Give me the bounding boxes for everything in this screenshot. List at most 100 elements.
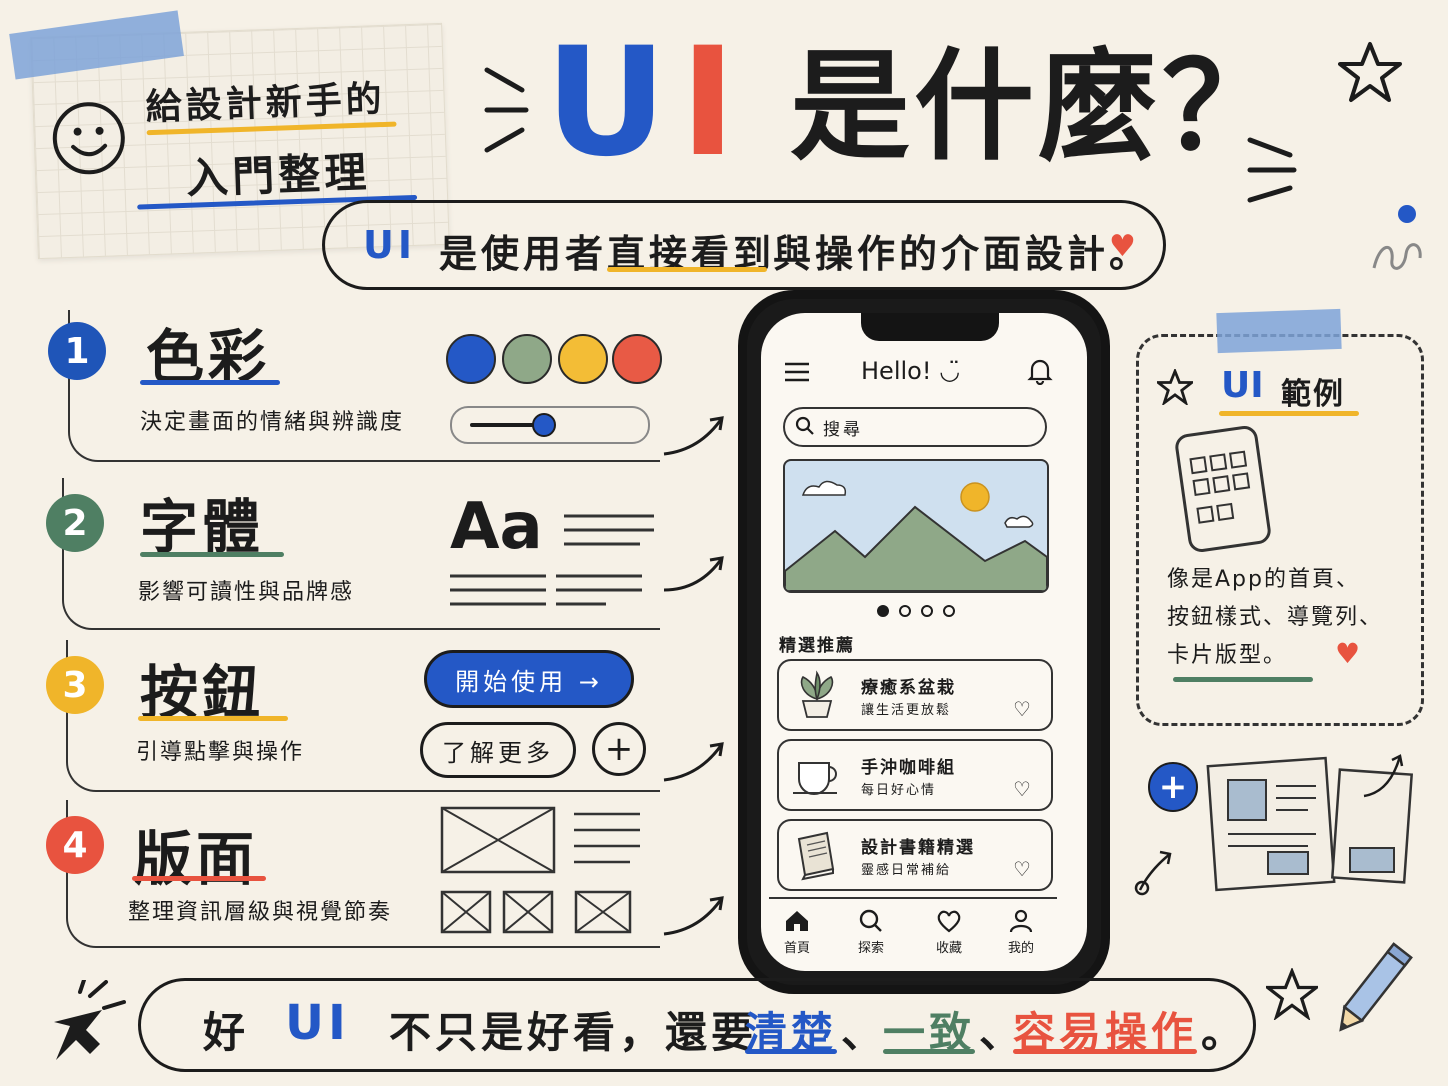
banner-image[interactable] bbox=[783, 459, 1049, 593]
example-title-ui: UI bbox=[1221, 365, 1264, 406]
section-number-2: 2 bbox=[46, 494, 104, 552]
carousel-dot[interactable] bbox=[899, 605, 911, 617]
bell-icon[interactable] bbox=[1027, 357, 1053, 389]
slider-knob[interactable] bbox=[532, 413, 556, 437]
bottom-word-easy: 容易操作 bbox=[1013, 1008, 1198, 1057]
arrow-to-phone-1 bbox=[660, 410, 730, 464]
note-line-1: 給設計新手的 bbox=[145, 78, 387, 129]
favorite-heart-icon[interactable]: ♡ bbox=[1013, 777, 1031, 801]
section-desc-layout: 整理資訊層級與視覺節奏 bbox=[128, 900, 393, 925]
phone-notch bbox=[861, 313, 999, 341]
layout-cards-illustration bbox=[1204, 752, 1414, 896]
home-icon bbox=[786, 911, 808, 931]
bottom-end: 。 bbox=[1201, 1008, 1248, 1057]
blue-dot-decoration bbox=[1398, 205, 1416, 223]
bottom-mid: 不只是好看，還要 bbox=[389, 1008, 758, 1057]
example-underline bbox=[1173, 677, 1313, 682]
start-button[interactable]: 開始使用 → bbox=[424, 650, 634, 708]
example-desc-1: 像是App的首頁、 bbox=[1167, 567, 1360, 592]
arrow-to-phone-2 bbox=[660, 550, 730, 604]
example-title: 範例 bbox=[1281, 377, 1345, 412]
star-icon bbox=[1262, 966, 1322, 1024]
section-number-1: 1 bbox=[48, 322, 106, 380]
tape-decoration bbox=[1216, 308, 1342, 354]
card-subtitle: 每日好心情 bbox=[861, 783, 937, 798]
nav-label: 首頁 bbox=[783, 941, 810, 956]
section-title-font: 字體 bbox=[140, 493, 265, 561]
nav-profile[interactable]: 我的 bbox=[999, 909, 1043, 956]
heart-icon: ♥ bbox=[1335, 637, 1361, 670]
search-placeholder: 搜尋 bbox=[823, 420, 863, 440]
example-desc-3: 卡片版型。 bbox=[1167, 643, 1288, 668]
section-box-color bbox=[68, 310, 660, 462]
slider-sample[interactable] bbox=[450, 406, 650, 444]
title-ui-u: U bbox=[545, 16, 667, 190]
tape-decoration bbox=[9, 10, 184, 80]
pencil-icon bbox=[1326, 936, 1416, 1050]
carousel-dot[interactable] bbox=[921, 605, 933, 617]
section-box-font bbox=[62, 478, 660, 630]
section-underline-color bbox=[140, 380, 280, 385]
card-book[interactable]: 設計書籍精選 靈感日常補給 ♡ bbox=[777, 819, 1053, 891]
palette-swatch-blue bbox=[446, 334, 496, 384]
title-ui-i: I bbox=[680, 16, 736, 190]
section-underline-font bbox=[140, 552, 284, 557]
swirl-decoration bbox=[1370, 232, 1430, 280]
subtitle-highlight-underline bbox=[607, 267, 767, 272]
card-subtitle: 靈感日常補給 bbox=[861, 863, 952, 878]
nav-favorites[interactable]: 收藏 bbox=[927, 909, 971, 956]
palette-swatch-red bbox=[612, 334, 662, 384]
plus-button[interactable]: + bbox=[592, 722, 646, 776]
favorite-heart-icon[interactable]: ♡ bbox=[1013, 857, 1031, 881]
coffee-icon bbox=[791, 753, 843, 801]
star-icon bbox=[1338, 40, 1402, 108]
carousel-dot[interactable] bbox=[877, 605, 889, 617]
carousel-dot[interactable] bbox=[943, 605, 955, 617]
section-underline-layout bbox=[132, 876, 266, 881]
arrow-to-phone-3 bbox=[660, 736, 730, 790]
favorite-heart-icon[interactable]: ♡ bbox=[1013, 697, 1031, 721]
section-desc-font: 影響可讀性與品牌感 bbox=[138, 580, 355, 605]
palette-swatch-yellow bbox=[558, 334, 608, 384]
card-coffee[interactable]: 手沖咖啡組 每日好心情 ♡ bbox=[777, 739, 1053, 811]
plant-icon bbox=[793, 669, 841, 725]
card-subtitle: 讓生活更放鬆 bbox=[861, 703, 952, 718]
add-icon: + bbox=[1148, 762, 1198, 812]
subtitle-post: 與操作的介面設計。 bbox=[773, 232, 1152, 276]
search-icon bbox=[795, 416, 815, 440]
menu-icon[interactable] bbox=[783, 361, 811, 387]
subtitle-pre: 是使用者 bbox=[439, 232, 608, 276]
title-sparkle-right bbox=[1240, 130, 1300, 214]
nav-explore[interactable]: 探索 bbox=[849, 909, 893, 956]
section-title-color: 色彩 bbox=[146, 323, 271, 391]
carousel-indicator[interactable] bbox=[877, 605, 955, 617]
section-underline-button bbox=[138, 716, 288, 721]
underline-easy bbox=[1013, 1049, 1197, 1054]
bottom-pre: 好 bbox=[203, 1008, 250, 1057]
heart-icon: ♥ bbox=[1109, 229, 1136, 264]
bottom-sep-1: 、 bbox=[841, 1008, 888, 1057]
bottom-word-clear: 清楚 bbox=[745, 1008, 838, 1057]
smiley-icon bbox=[47, 97, 130, 184]
ui-example-box: UI 範例 像是App的首頁、 按鈕樣式、導覽列、 卡片版型。 ♥ bbox=[1136, 308, 1424, 726]
section-number-3: 3 bbox=[46, 656, 104, 714]
search-bar[interactable]: 搜尋 bbox=[783, 407, 1047, 447]
bottom-word-consistent: 一致 bbox=[883, 1008, 976, 1057]
cursor-icon bbox=[50, 978, 140, 1068]
card-title: 療癒系盆栽 bbox=[861, 678, 956, 698]
example-title-underline bbox=[1219, 411, 1359, 416]
section-title-layout: 版面 bbox=[134, 825, 259, 893]
card-plant[interactable]: 療癒系盆栽 讓生活更放鬆 ♡ bbox=[777, 659, 1053, 731]
bottom-ui: UI bbox=[285, 995, 350, 1051]
section-title-button: 按鈕 bbox=[140, 659, 265, 727]
subtitle-pill: UI 是使用者 直接看到 與操作的介面設計。 ♥ bbox=[322, 200, 1166, 290]
nav-label: 我的 bbox=[1007, 941, 1034, 956]
section-desc-color: 決定畫面的情緒與辨識度 bbox=[140, 410, 405, 435]
page-title: 是什麼？ bbox=[790, 38, 1286, 177]
learn-more-button[interactable]: 了解更多 bbox=[420, 722, 576, 778]
arrow-to-phone-4 bbox=[660, 890, 730, 944]
section-desc-button: 引導點擊與操作 bbox=[136, 740, 305, 765]
intro-note: 給設計新手的 入門整理 bbox=[9, 10, 450, 260]
nav-home[interactable]: 首頁 bbox=[775, 909, 819, 956]
phone-mockup: Hello! ◡̈ 搜尋 精選推薦 bbox=[738, 290, 1110, 994]
